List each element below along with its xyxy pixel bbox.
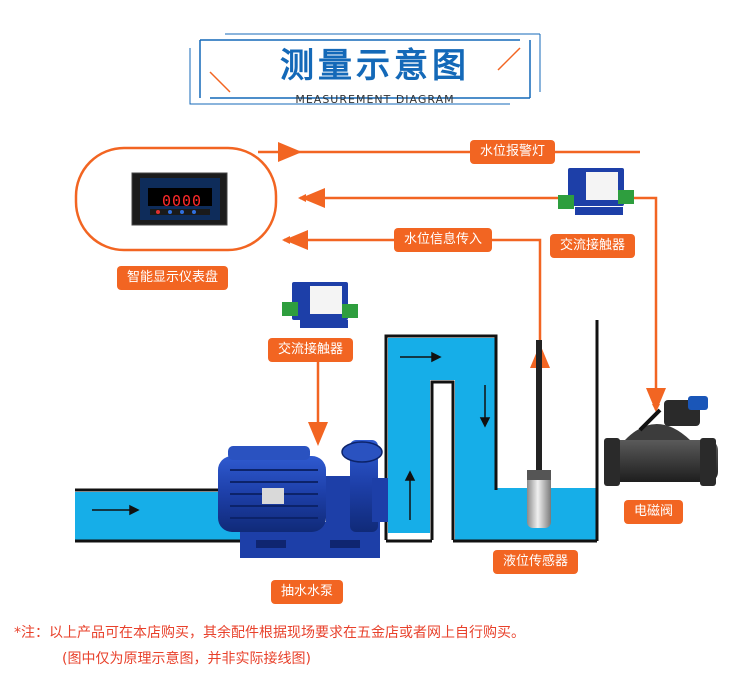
label-pump: 抽水水泵 [271,580,344,604]
ac-contactor-left [282,282,358,328]
page-title: 测量示意图 [280,46,470,86]
display-readout: 0000 [161,192,203,210]
down-arrow-icon [479,385,491,428]
label-solenoid-valve: 电磁阀 [624,500,684,524]
water-pipes [75,338,597,540]
footer-note-line2: (图中仅为原理示意图，并非实际接线图) [62,651,311,667]
right-arrow-icon [92,504,140,516]
flow-arrows [92,351,491,520]
label-water-signal-in: 水位信息传入 [394,228,493,252]
page-subtitle: MEASUREMENT DIAGRAM [295,93,455,106]
label-water-alarm-light: 水位报警灯 [470,140,556,164]
label-display-meter: 智能显示仪表盘 [117,266,229,290]
ac-contactor-right [558,168,634,215]
label-ac-contactor-right: 交流接触器 [550,234,636,258]
down-pipe [455,338,496,488]
display-meter [74,146,278,252]
title-frame [189,33,541,105]
footer-note-line1: *注：以上产品可在本店购买，其余配件根据现场要求在五金店或者网上自行购买。 [14,625,525,641]
pipe-walls [75,320,599,543]
up-arrow-icon [404,470,416,520]
label-level-sensor: 液位传感器 [493,550,579,574]
pump-image [218,440,388,558]
solenoid-valve-image [604,396,718,486]
right-arrow-icon [400,351,442,363]
label-ac-contactor-left: 交流接触器 [268,338,354,362]
tank-water [455,488,597,540]
inlet-pipe [75,492,240,540]
level-sensor-image [527,340,551,528]
